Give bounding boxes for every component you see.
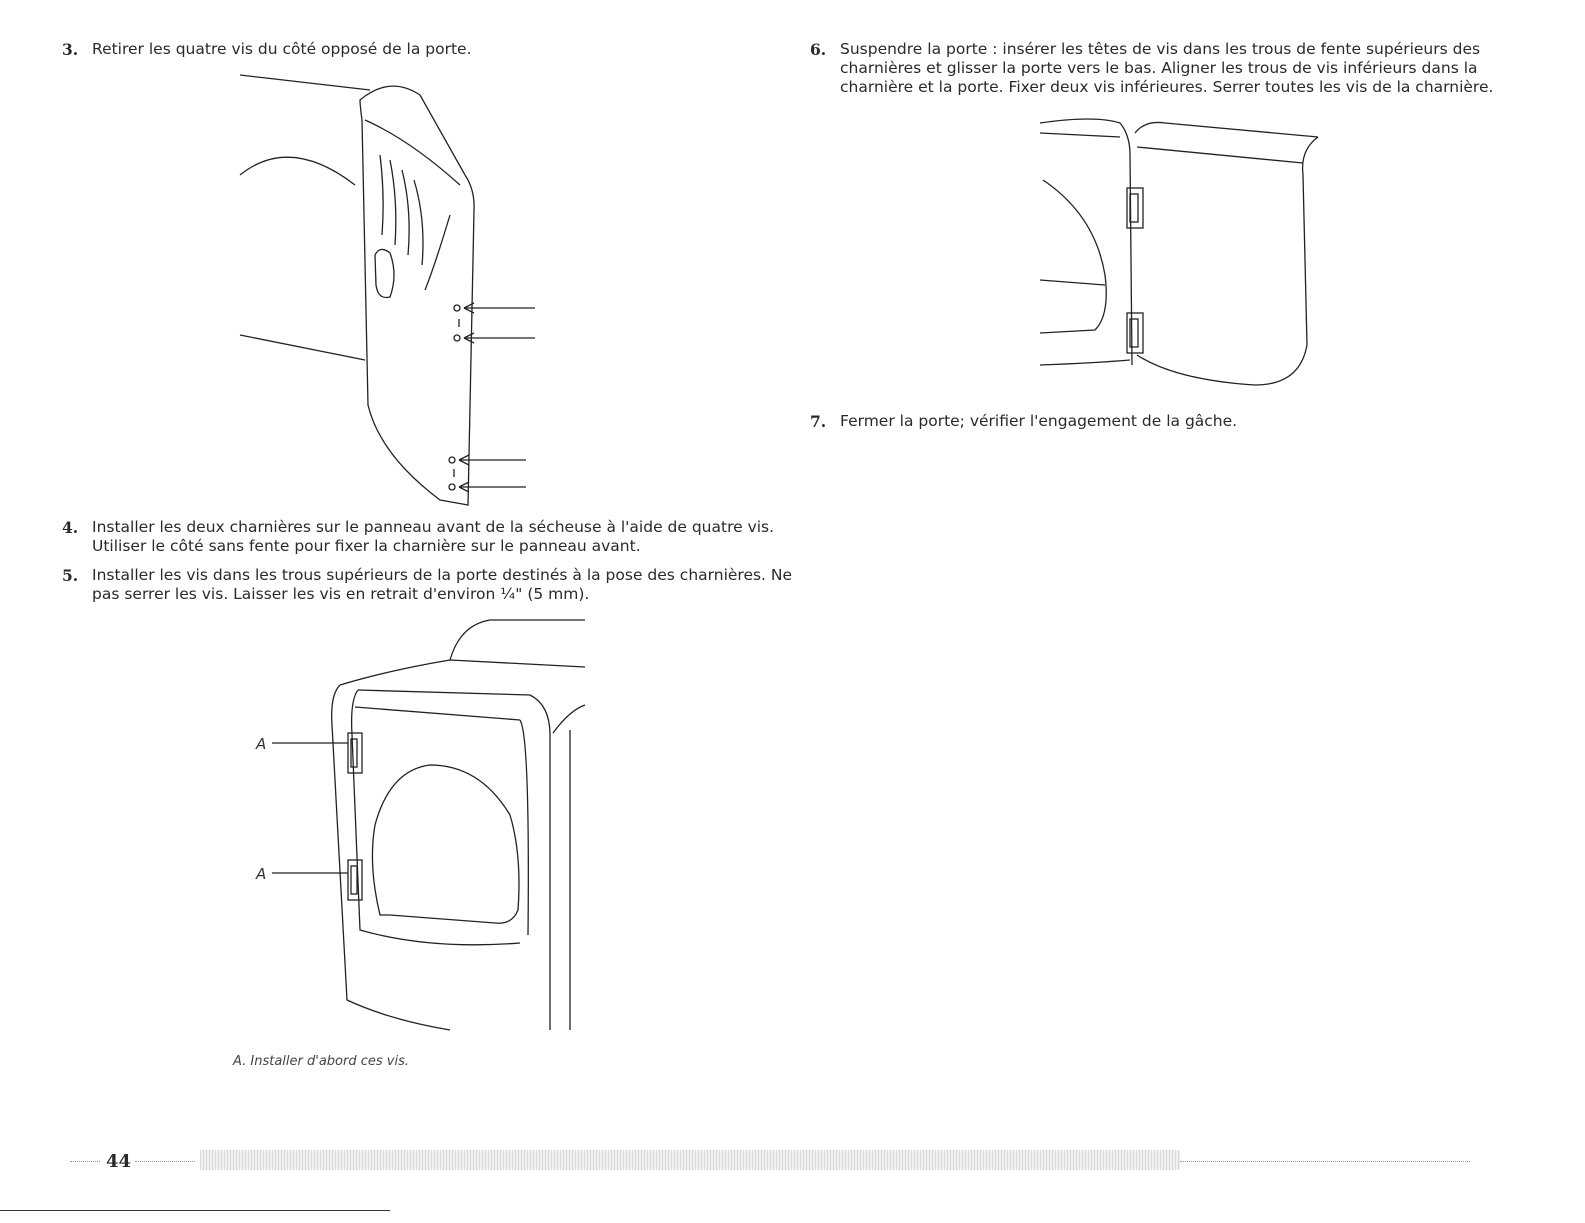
- step-text: Fermer la porte; vérifier l'engagement d…: [840, 412, 1238, 430]
- figure-caption: A. Installer d'abord ces vis.: [233, 1054, 409, 1069]
- footer-bar: [200, 1150, 1180, 1170]
- step-number: 4.: [62, 518, 79, 537]
- hinge-label-a-top: A: [256, 735, 267, 753]
- step-text: Suspendre la porte : insérer les têtes d…: [840, 40, 1494, 96]
- page-number: 44: [106, 1151, 132, 1172]
- step-number: 3.: [62, 40, 79, 59]
- footer-rule-mid: [135, 1161, 195, 1162]
- bottom-rule: [0, 1210, 390, 1211]
- step-text: Installer les deux charnières sur le pan…: [92, 518, 775, 555]
- step-number: 7.: [810, 412, 827, 431]
- step-number: 5.: [62, 566, 79, 585]
- door-hung-illustration: [1039, 118, 1319, 386]
- step-number: 6.: [810, 40, 827, 59]
- step-text: Retirer les quatre vis du côté opposé de…: [92, 40, 472, 58]
- door-screws-illustration: [239, 74, 535, 506]
- step-text: Installer les vis dans les trous supérie…: [92, 566, 793, 603]
- footer-rule-right: [1180, 1161, 1470, 1162]
- hinge-label-a-bottom: A: [256, 865, 267, 883]
- footer-rule-left: [70, 1161, 100, 1162]
- dryer-hinges-illustration: [272, 619, 586, 1031]
